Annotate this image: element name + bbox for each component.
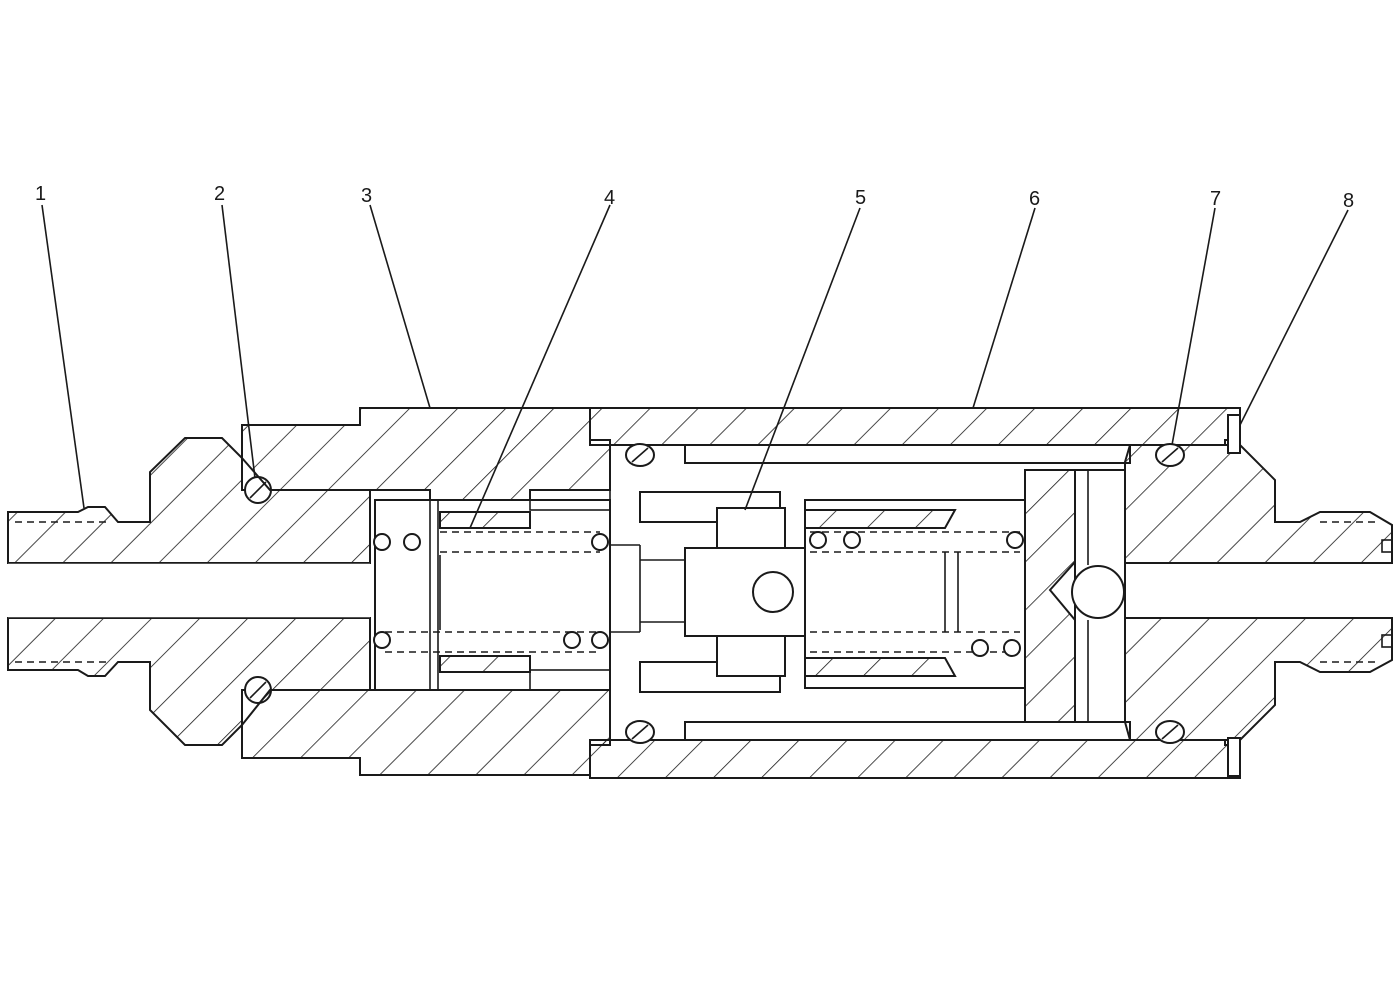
leader-5 xyxy=(744,207,861,511)
callout-1: 1 xyxy=(35,183,46,205)
leader-1 xyxy=(41,204,85,509)
o-ring-left xyxy=(244,476,272,704)
main-body xyxy=(241,407,611,776)
callout-4: 4 xyxy=(604,187,615,209)
callout-labels: 1 2 3 4 5 6 7 8 xyxy=(35,183,1354,212)
left-fitting xyxy=(7,437,371,746)
callout-6: 6 xyxy=(1029,188,1040,210)
right-fitting xyxy=(1124,444,1393,741)
callout-2: 2 xyxy=(214,183,225,205)
outer-sleeve xyxy=(589,407,1241,779)
check-ball-seat xyxy=(1024,469,1126,723)
leader-7 xyxy=(1171,207,1216,446)
valve-spool xyxy=(639,491,806,693)
leader-4 xyxy=(469,204,611,529)
callout-8: 8 xyxy=(1343,190,1354,212)
callout-3: 3 xyxy=(361,185,372,207)
callout-7: 7 xyxy=(1210,188,1221,210)
leader-8 xyxy=(1239,209,1349,426)
retaining-pin xyxy=(1227,414,1241,777)
leader-6 xyxy=(972,207,1036,409)
leader-3 xyxy=(369,204,431,409)
callout-leaders xyxy=(41,204,1349,529)
right-spring-chamber xyxy=(804,499,1026,689)
left-spring-cage xyxy=(373,489,641,691)
o-ring-right xyxy=(625,443,1185,744)
leader-2 xyxy=(221,204,256,479)
callout-5: 5 xyxy=(855,187,866,209)
